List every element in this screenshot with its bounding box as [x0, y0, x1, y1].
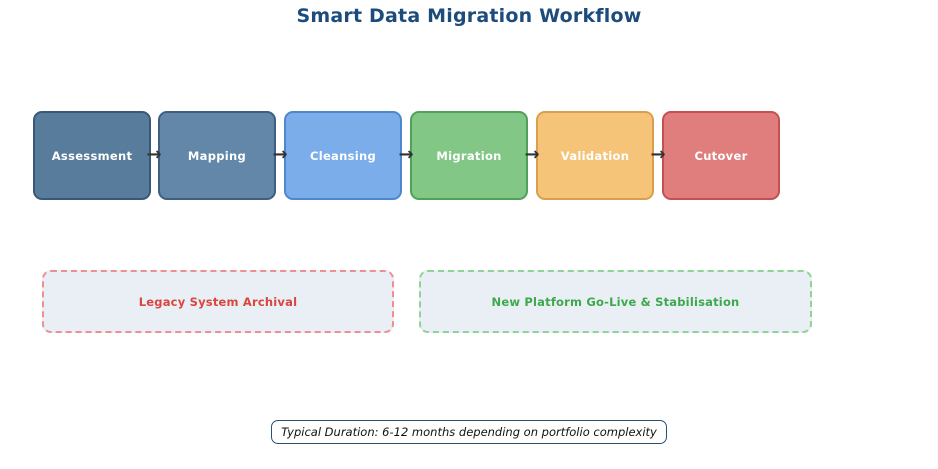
stage-cleansing-label: Cleansing [309, 148, 377, 163]
stage-mapping: Mapping [158, 111, 276, 200]
arrow-right-icon: → [272, 144, 288, 165]
stage-assessment: Assessment [33, 111, 151, 200]
stage-migration: Migration [410, 111, 528, 200]
track-golive-stabilisation: New Platform Go-Live & Stabilisation [419, 270, 812, 333]
arrow-right-icon: → [524, 144, 540, 165]
arrow-right-icon: → [398, 144, 414, 165]
arrow-right-icon: → [146, 144, 162, 165]
stage-migration-label: Migration [436, 148, 502, 163]
stage-validation: Validation [536, 111, 654, 200]
stage-mapping-label: Mapping [187, 148, 247, 163]
stage-cleansing: Cleansing [284, 111, 402, 200]
arrow-right-icon: → [650, 144, 666, 165]
track-legacy-archival: Legacy System Archival [42, 270, 394, 333]
stage-cutover-label: Cutover [694, 148, 748, 163]
page-title: Smart Data Migration Workflow [296, 5, 642, 27]
stage-assessment-label: Assessment [51, 148, 133, 163]
duration-note: Typical Duration: 6-12 months depending … [271, 420, 667, 444]
stage-cutover: Cutover [662, 111, 780, 200]
track-legacy-archival-label: Legacy System Archival [138, 294, 298, 309]
footnote-container: Typical Duration: 6-12 months depending … [0, 420, 938, 444]
track-golive-stabilisation-label: New Platform Go-Live & Stabilisation [491, 294, 740, 309]
stage-validation-label: Validation [560, 148, 630, 163]
